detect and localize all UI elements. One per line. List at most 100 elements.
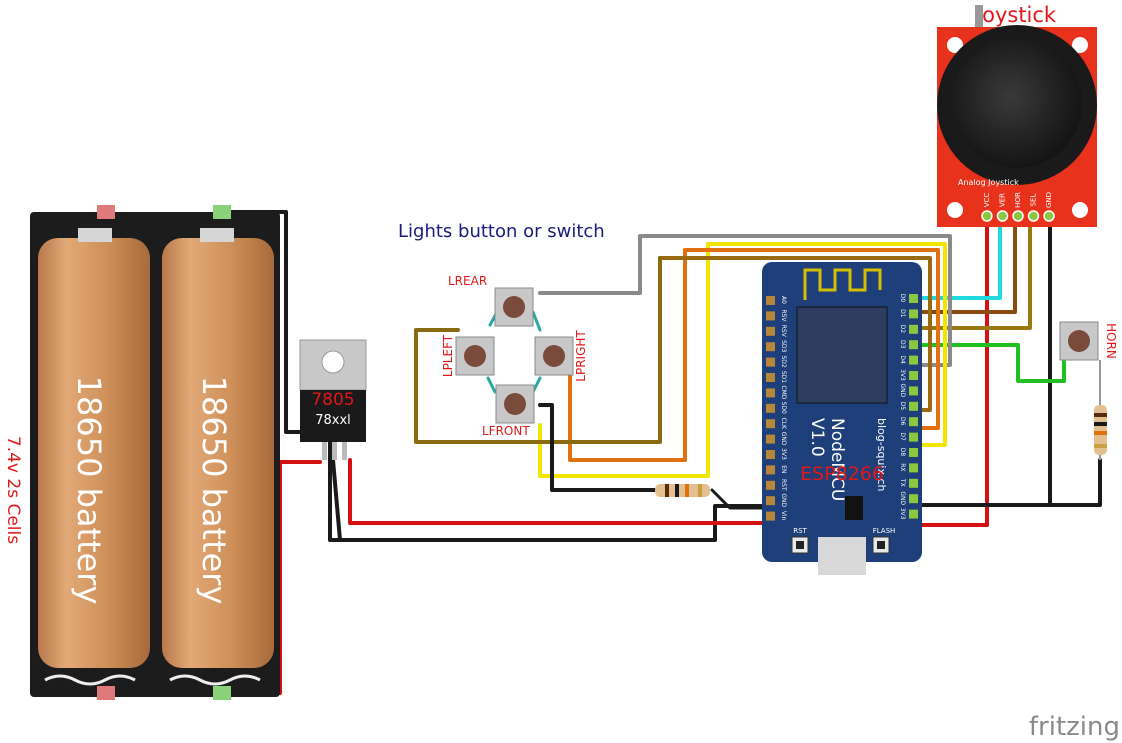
pin-label-left: SD1: [780, 371, 787, 383]
wire-teal-2: [531, 310, 542, 332]
pin-left[interactable]: [766, 311, 775, 321]
pin-left[interactable]: [766, 465, 775, 475]
pin-left[interactable]: [766, 403, 775, 413]
pin-label-right: RX: [899, 463, 906, 471]
pin-label-right: D6: [899, 417, 906, 426]
board-name: NodeMCU: [827, 418, 847, 501]
resistor-horn: [1094, 360, 1107, 460]
pin-left[interactable]: [766, 326, 775, 336]
button-lright[interactable]: [534, 336, 574, 376]
button-lrear[interactable]: [494, 287, 534, 327]
pin-label-left: CMD: [780, 385, 787, 399]
pin-right[interactable]: [909, 463, 918, 473]
pin-right[interactable]: [909, 478, 918, 488]
pin-label-right: D8: [899, 448, 906, 457]
wire-yellow: [706, 242, 947, 447]
pin-label-right: D2: [899, 325, 906, 334]
pin-right[interactable]: [909, 340, 918, 350]
wire-resistor-gnd: [710, 488, 772, 510]
pin-label-right: D5: [899, 402, 906, 411]
pin-label-right: D7: [899, 432, 906, 441]
joystick-pin[interactable]: [996, 210, 1009, 222]
pin-label-left: GND: [780, 493, 787, 507]
pin-right[interactable]: [909, 355, 918, 365]
pin-left[interactable]: [766, 357, 775, 367]
pin-label-left: RSV: [780, 309, 787, 322]
pin-right[interactable]: [909, 309, 918, 319]
pin-right[interactable]: [909, 509, 918, 519]
pin-right[interactable]: [909, 386, 918, 396]
pin-label-left: GND: [780, 432, 787, 446]
pin-left[interactable]: [766, 419, 775, 429]
pin-right[interactable]: [909, 494, 918, 504]
board-version: V1.0: [807, 418, 827, 457]
regulator-label-red: 7805: [311, 390, 354, 410]
joystick-pin[interactable]: [981, 210, 993, 222]
battery-right-label: 18650 battery: [195, 376, 233, 605]
pin-label-left: CLK: [780, 417, 787, 430]
wire-lfront-black: [538, 403, 657, 492]
label-lleft: LPLEFT: [441, 334, 455, 377]
battery-left-label: 18650 battery: [70, 376, 108, 605]
label-horn: HORN: [1104, 323, 1118, 359]
wire-brown-2: [414, 256, 662, 444]
wire-regulator-red: [348, 458, 772, 525]
pin-right[interactable]: [909, 371, 918, 380]
pin-left[interactable]: [766, 296, 775, 305]
pin-left[interactable]: [766, 342, 775, 352]
pin-left[interactable]: [766, 373, 775, 382]
wire-yellow-2: [538, 242, 710, 478]
wire-joystick-vcc: [910, 210, 989, 527]
joystick-pin[interactable]: [1012, 210, 1024, 222]
button-lleft[interactable]: [455, 336, 495, 376]
pin-left[interactable]: [766, 434, 775, 444]
rst-label: RST: [793, 527, 807, 535]
wire-horn-green: [910, 343, 1066, 383]
pin-right[interactable]: [909, 448, 918, 457]
pin-left[interactable]: [766, 480, 775, 490]
board-site: blog-squix.ch: [875, 418, 888, 492]
pin-right[interactable]: [909, 324, 918, 334]
pin-label-right: D0: [899, 294, 906, 303]
nodemcu-left-pins: A0RSVRSVSD3SD2SD1CMDSD0CLKGND3V3ENRSTGND…: [766, 296, 787, 521]
wire-joystick-ver: [910, 210, 1002, 300]
wires: [220, 210, 1102, 695]
pin-label-left: SD3: [780, 340, 787, 352]
lights-caption: Lights button or switch: [398, 221, 605, 242]
joystick-small-label: Analog Joystick: [958, 178, 1019, 187]
pin-left[interactable]: [766, 496, 775, 506]
pin-label-left: RST: [780, 479, 787, 491]
pin-label-left: SD2: [780, 355, 787, 367]
joystick-pin-label: VER: [999, 193, 1007, 207]
pin-right[interactable]: [909, 432, 918, 442]
pin-right[interactable]: [909, 417, 918, 427]
wire-battery-black: [220, 210, 772, 542]
pin-left[interactable]: [766, 511, 775, 521]
voltage-regulator: 7805 78xxl: [299, 339, 367, 460]
pin-label-left: 3V3: [780, 448, 787, 460]
pin-label-right: GND: [899, 491, 906, 505]
pin-left[interactable]: [766, 388, 775, 398]
joystick-pin-label: GND: [1045, 192, 1053, 208]
pin-label-left: SD0: [780, 402, 787, 414]
cells-note: 7.4v 2s Cells: [3, 436, 23, 544]
battery-cell-left: [38, 238, 150, 668]
joystick-pin[interactable]: [1027, 210, 1040, 222]
pin-left[interactable]: [766, 450, 775, 459]
joystick-pin-label: VCC: [983, 193, 991, 208]
joystick-pin[interactable]: [1043, 210, 1055, 222]
pin-label-right: D1: [899, 309, 906, 318]
battery-cell-right: [162, 238, 274, 668]
button-lfront[interactable]: [495, 384, 535, 424]
wire-orange: [683, 248, 940, 430]
pin-right[interactable]: [909, 294, 918, 303]
pin-right[interactable]: [909, 401, 918, 411]
resistor-lights: [655, 484, 710, 497]
button-horn[interactable]: [1059, 321, 1099, 361]
pin-label-right: D4: [899, 355, 906, 364]
joystick-title: Joystick: [974, 3, 1057, 27]
pin-label-left: A0: [780, 296, 787, 304]
